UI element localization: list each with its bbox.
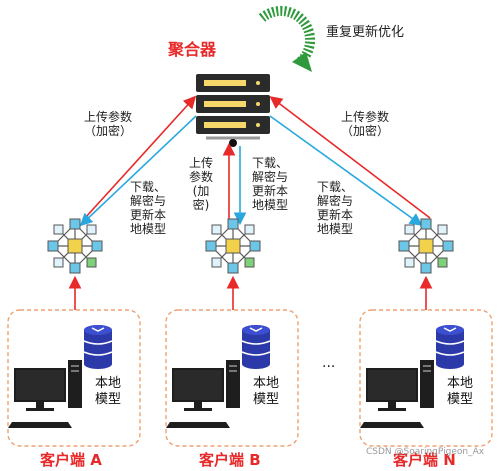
aggregator-server-icon (196, 74, 270, 147)
upload-label-right: 上传参数（加密） (341, 110, 390, 138)
aggregator-title: 聚合器 (168, 40, 217, 59)
watermark: CSDN @SoaringPigeon_Ax (366, 447, 485, 457)
network-node-icon-n (398, 218, 454, 274)
upload-arrow-a (84, 95, 197, 219)
upload-arrow-n (269, 96, 431, 219)
network-node-icon-a (47, 218, 103, 274)
clients-ellipsis: ... (322, 355, 336, 371)
refresh-loop-icon (258, 5, 316, 72)
download-arrow-a (79, 115, 197, 227)
client-b-label: 客户端 B (199, 451, 261, 469)
loop-label: 重复更新优化 (326, 25, 405, 40)
download-arrow-n (269, 115, 423, 226)
upload-label-middle: 上传参数 (加密) (189, 156, 214, 212)
client-n-label: 客户端 N (393, 451, 456, 469)
network-node-icon-b (205, 218, 261, 274)
upload-label-left: 上传参数（加密） (84, 110, 133, 138)
client-a-local-model-label: 本地模型 (95, 376, 122, 407)
client-b-local-model-label: 本地模型 (253, 376, 280, 407)
download-label-right: 下载、解密与 更新本地模型 (317, 180, 354, 236)
download-label-left: 下载、解密与 更新本地模型 (130, 180, 167, 236)
client-a-label: 客户端 A (40, 451, 102, 469)
client-n-local-model-label: 本地模型 (447, 376, 474, 407)
download-label-middle: 下载、解密与 更新本地模型 (252, 156, 289, 212)
